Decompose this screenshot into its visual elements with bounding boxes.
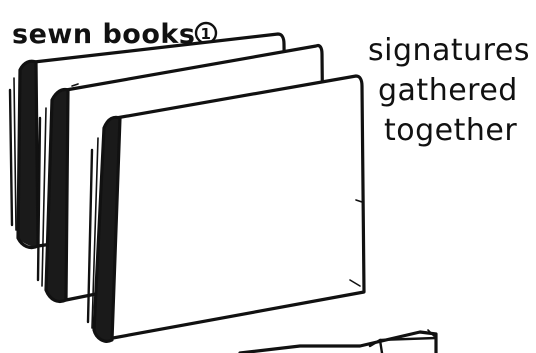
book-front (88, 76, 364, 341)
annotation-line-1: signatures (368, 33, 530, 68)
annotation-line-3: together (384, 113, 517, 148)
annotation-line-2: gathered (378, 73, 518, 108)
partial-book-bottom (240, 330, 436, 353)
annotation-group: signatures gathered together (368, 33, 530, 148)
